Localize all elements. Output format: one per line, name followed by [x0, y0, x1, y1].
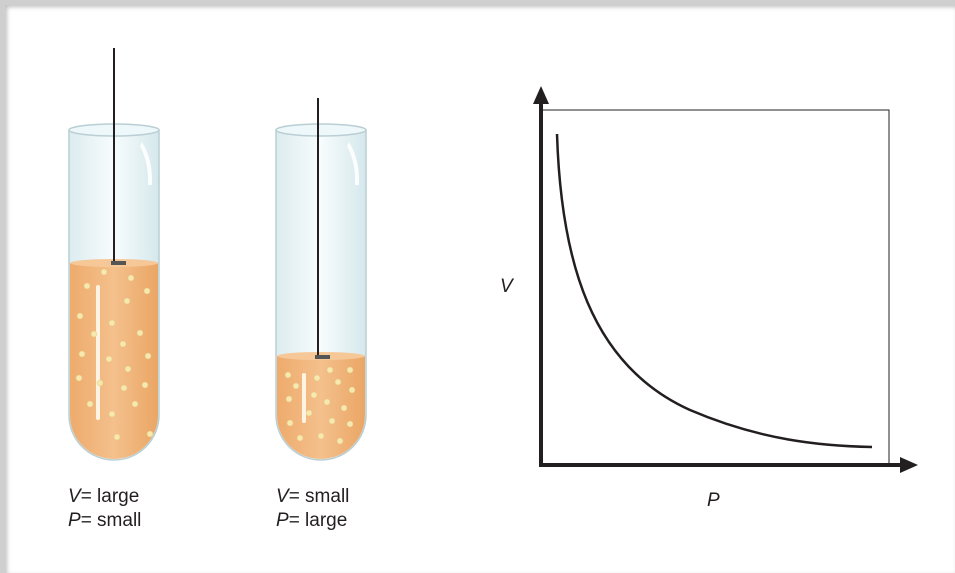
- y-axis-label: V: [500, 276, 513, 297]
- liquid-highlight: [302, 373, 306, 423]
- tube-rim: [275, 123, 367, 137]
- volume-symbol: V: [68, 486, 81, 507]
- tube-2-label: V= small P= large: [276, 485, 349, 533]
- test-tube-small-volume: [275, 98, 367, 461]
- glass-highlight: [347, 142, 360, 185]
- tube-liquid: [70, 263, 158, 459]
- piston-head: [111, 261, 126, 265]
- y-axis-arrowhead: [533, 86, 549, 104]
- gas-particles: [75, 268, 154, 441]
- tube-1-label: V= large P= small: [68, 485, 141, 533]
- x-axis-arrowhead: [900, 457, 918, 473]
- pressure-value: = small: [80, 510, 142, 531]
- x-axis-label: P: [707, 490, 720, 511]
- tube-1-volume-label: V= large: [68, 485, 141, 509]
- tube-liquid: [277, 356, 365, 459]
- tube-2-volume-label: V= small: [276, 485, 349, 509]
- piston-head: [315, 355, 330, 359]
- tube-1-pressure-label: P= small: [68, 509, 141, 533]
- pressure-symbol: P: [68, 510, 81, 531]
- volume-value: = large: [80, 486, 140, 507]
- liquid-highlight: [96, 285, 100, 420]
- gas-particles: [284, 366, 356, 445]
- test-tube-large-volume: [68, 48, 160, 461]
- inverse-curve: [555, 133, 873, 449]
- pressure-value: = large: [288, 510, 348, 531]
- glass-highlight: [140, 142, 153, 185]
- pv-graph: [533, 86, 918, 473]
- pressure-symbol: P: [276, 510, 289, 531]
- tube-2-pressure-label: P= large: [276, 509, 349, 533]
- volume-symbol: V: [276, 486, 289, 507]
- graph-plot-area: [540, 109, 890, 466]
- volume-value: = small: [288, 486, 350, 507]
